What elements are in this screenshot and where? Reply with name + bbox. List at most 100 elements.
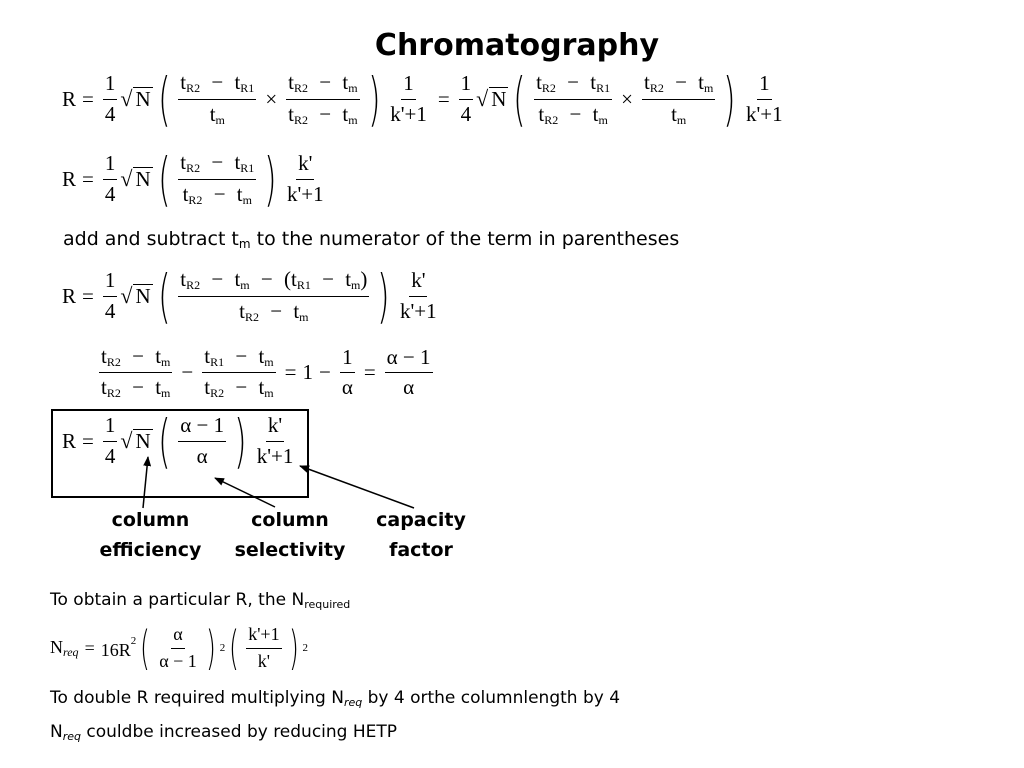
equals: =: [82, 283, 94, 308]
fraction-e: tR2 − tm tm: [641, 71, 716, 127]
symbol-Nreq: Nreq: [50, 636, 79, 659]
den: tR2 − tm: [101, 375, 171, 401]
minus: −: [181, 360, 194, 385]
num: tR2 − tm: [641, 71, 716, 100]
den: k'+1: [746, 101, 783, 126]
num: tR2 − tm: [99, 344, 173, 374]
minus: −: [318, 360, 331, 385]
label-line1: column: [111, 509, 190, 531]
den: tR2 − tm: [538, 101, 608, 127]
left-paren: (: [513, 65, 526, 133]
exp-2: 2: [302, 642, 309, 655]
fraction-b: tR2 − tm tR2 − tm: [286, 71, 360, 127]
left-paren: (: [157, 407, 171, 475]
equals: =: [84, 637, 95, 658]
symbol-R: R: [62, 86, 77, 111]
num: k': [409, 269, 428, 297]
den: 4: [104, 181, 116, 206]
label-line2: factor: [389, 539, 453, 561]
sqrt-N: √N: [120, 283, 153, 309]
note-double-a: To double R required multiplying N: [50, 688, 344, 708]
num: 1: [102, 152, 118, 180]
times: ×: [621, 86, 633, 111]
radical-icon: √: [120, 428, 133, 453]
note-increase-N: N: [50, 722, 63, 742]
note-increase: Nreq couldbe increased by reducing HETP: [50, 722, 397, 743]
equation-alpha-relation: tR2 − tm tR2 − tm − tR1 − tm tR2 − tm = …: [96, 344, 436, 401]
num: α − 1: [384, 346, 433, 374]
den: α − 1: [159, 650, 197, 671]
fraction-k: k'k'+1: [398, 269, 439, 322]
num: tR2 − tR1: [178, 71, 257, 100]
num: 1: [401, 72, 416, 100]
arrow-capacity: [299, 465, 415, 509]
N: N: [133, 87, 153, 112]
sixteen-R-squared: 16R2: [100, 635, 137, 661]
equals: =: [82, 166, 94, 191]
right-paren: ): [377, 262, 390, 330]
num: tR2 − tm − (tR1 − tm): [178, 268, 370, 297]
num: tR2 − tR1: [178, 151, 257, 180]
den: α: [403, 375, 415, 400]
equals: =: [82, 86, 94, 111]
fraction-d: tR2 − tR1 tR2 − tm: [534, 71, 613, 127]
right-paren: ): [205, 621, 216, 676]
fraction-k: k'k'+1: [255, 414, 296, 467]
N: N: [133, 167, 153, 192]
den: tm: [209, 101, 225, 127]
right-paren: ): [264, 145, 277, 213]
label-line2: efficiency: [99, 539, 202, 561]
num: α − 1: [178, 414, 227, 442]
label-line1: capacity: [376, 509, 466, 531]
N: N: [489, 87, 509, 112]
exp-2: 2: [219, 642, 226, 655]
num: 1: [340, 346, 355, 374]
left-paren: (: [157, 262, 171, 330]
fraction-a: tR2 − tR1 tR2 − tm: [178, 151, 257, 207]
fraction-a: tR2 − tR1 tm: [178, 71, 257, 127]
right-paren: ): [367, 65, 381, 133]
label-line2: selectivity: [234, 539, 346, 561]
symbol-R: R: [62, 283, 77, 308]
note-obtain-text: To obtain a particular R, the N: [50, 590, 305, 610]
den: k'+1: [256, 443, 294, 468]
den: k'+1: [286, 181, 324, 206]
den: tR2 − tm: [182, 181, 252, 207]
left-paren: (: [140, 621, 151, 676]
radical-icon: √: [476, 86, 489, 111]
num: k': [265, 414, 285, 442]
den: α: [196, 443, 208, 468]
N: N: [133, 429, 153, 454]
left-paren: (: [229, 621, 240, 676]
den: tm: [671, 101, 687, 127]
equals: =: [363, 360, 376, 385]
fraction-a: tR2 − tm − (tR1 − tm) tR2 − tm: [178, 268, 370, 324]
num: 1: [102, 269, 118, 297]
symbol-R: R: [62, 428, 77, 453]
right-paren: ): [723, 65, 736, 133]
den: tR2 − tm: [288, 101, 358, 127]
right-paren: ): [234, 407, 247, 475]
label-line1: column: [251, 509, 329, 531]
note-increase-sub: req: [62, 730, 81, 743]
note-double: To double R required multiplying Nreq by…: [50, 688, 620, 709]
den: α: [341, 375, 353, 400]
den: tR2 − tm: [239, 298, 309, 324]
arrow-efficiency: [142, 456, 152, 509]
equals: =: [437, 86, 450, 111]
radical-icon: √: [120, 283, 133, 308]
times: ×: [265, 86, 278, 111]
num: 1: [102, 414, 118, 442]
right-paren: ): [288, 621, 299, 676]
